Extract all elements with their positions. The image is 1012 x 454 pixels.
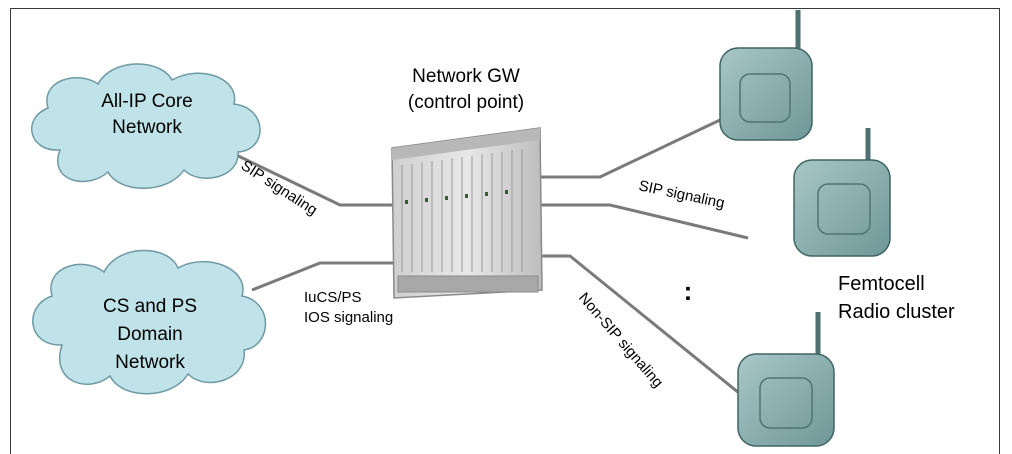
- cloud-cs-line1: CS and PS: [103, 296, 197, 317]
- network-gateway-chassis: [391, 127, 543, 299]
- cloud-core-line1: All-IP Core: [101, 91, 193, 112]
- cloud-all-ip-core: All-IP Core Network: [31, 63, 261, 189]
- cloud-core-line2: Network: [112, 117, 182, 138]
- gateway-title-line1: Network GW: [412, 66, 520, 87]
- label-iucs-line1: IuCS/PS: [304, 289, 362, 306]
- diagram-frame: [10, 8, 1000, 454]
- cloud-cs-line2: Domain: [117, 324, 182, 345]
- link-gw-to-femto-top: [530, 118, 721, 179]
- femtocell-device-top: [719, 10, 813, 141]
- connection-lines: [229, 118, 761, 412]
- link-cs-ps-to-gw: [251, 261, 396, 292]
- ellipsis-more-devices: :: [684, 276, 693, 306]
- femtocell-device-middle: [793, 128, 891, 257]
- label-iucs-line2: IOS signaling: [304, 309, 393, 326]
- link-gw-to-femto-bottom: [530, 254, 761, 412]
- cloud-cs-line3: Network: [115, 352, 185, 373]
- label-sip-right: SIP signaling: [637, 177, 726, 212]
- link-gw-to-femto-mid: [530, 203, 749, 240]
- cloud-cs-ps-domain: CS and PS Domain Network: [32, 249, 267, 395]
- label-non-sip: Non-SIP signaling: [575, 289, 666, 391]
- femtocell-label-line2: Radio cluster: [838, 301, 955, 323]
- femtocell-device-bottom: [737, 312, 835, 447]
- gateway-title-line2: (control point): [408, 92, 524, 113]
- femtocell-label-line1: Femtocell: [838, 273, 925, 295]
- link-core-to-gw: [229, 150, 398, 207]
